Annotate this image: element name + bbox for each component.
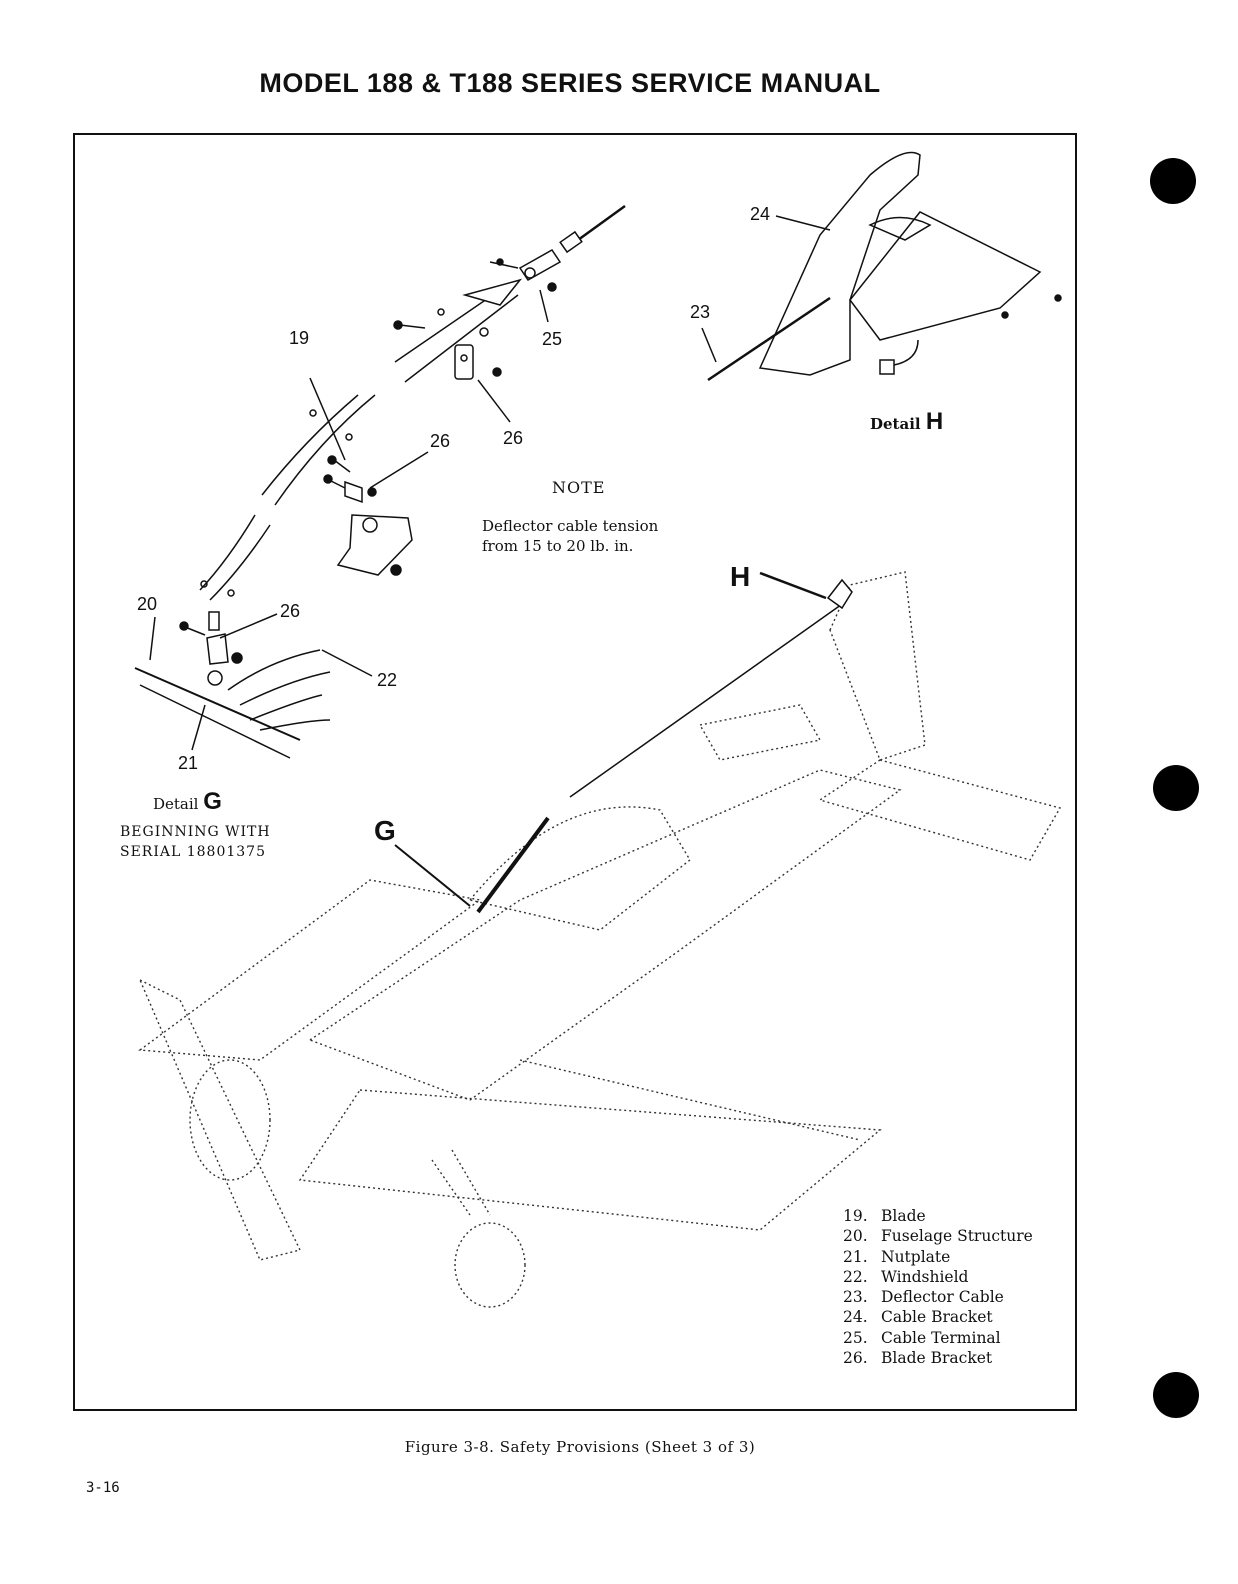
binder-hole-bottom <box>1153 1372 1199 1418</box>
callout-26-top: 26 <box>503 428 523 448</box>
page-number: 3-16 <box>86 1480 120 1496</box>
callout-g: G <box>374 815 396 846</box>
serial-line-1: BEGINNING WITH <box>120 824 271 840</box>
legend-item: 24.Cable Bracket <box>843 1308 993 1327</box>
note-text: Deflector cable tension from 15 to 20 lb… <box>482 516 658 556</box>
note-line-2: from 15 to 20 lb. in. <box>482 537 634 555</box>
callout-26-lower: 26 <box>280 601 300 621</box>
page-title: MODEL 188 & T188 SERIES SERVICE MANUAL <box>259 68 881 98</box>
detail-g-exploded-view <box>134 204 626 759</box>
binder-hole-middle <box>1153 765 1199 811</box>
callout-20: 20 <box>137 594 157 614</box>
legend-item: 19.Blade <box>843 1207 926 1225</box>
figure-caption: Figure 3-8. Safety Provisions (Sheet 3 o… <box>404 1438 756 1456</box>
deflector-cable-main <box>394 571 853 914</box>
legend-item: 20.Fuselage Structure <box>843 1227 1033 1246</box>
callout-22: 22 <box>377 670 397 690</box>
callout-24: 24 <box>750 204 770 224</box>
figure-frame <box>73 133 1077 1411</box>
callout-19: 19 <box>289 328 309 348</box>
detail-g-prefix: Detail <box>153 795 199 813</box>
parts-legend: 19.Blade 20.Fuselage Structure 21.Nutpla… <box>843 1206 1033 1368</box>
note-line-1: Deflector cable tension <box>482 517 659 535</box>
note-title: NOTE <box>552 478 606 497</box>
callout-h: H <box>730 561 750 592</box>
detail-g-letter: G <box>203 788 222 815</box>
aircraft-view <box>138 571 1062 1308</box>
detail-h-letter: H <box>925 408 944 435</box>
legend-item: 21.Nutplate <box>843 1247 951 1266</box>
detail-g-label: Detail G <box>153 788 222 816</box>
binder-hole-top <box>1150 158 1196 204</box>
legend-item: 25.Cable Terminal <box>843 1328 1001 1347</box>
legend-item: 26.Blade Bracket <box>843 1349 993 1368</box>
callout-26-mid: 26 <box>430 431 450 451</box>
callout-21: 21 <box>178 753 198 773</box>
legend-item: 22.Windshield <box>843 1267 969 1286</box>
serial-note: BEGINNING WITH SERIAL 18801375 <box>120 822 271 862</box>
detail-h-view <box>701 151 1062 382</box>
detail-h-label: Detail H <box>870 408 943 436</box>
detail-h-prefix: Detail <box>870 415 921 433</box>
callout-23: 23 <box>690 302 710 322</box>
serial-line-2: SERIAL 18801375 <box>120 844 266 860</box>
legend-item: 23.Deflector Cable <box>843 1288 1004 1307</box>
callout-25: 25 <box>542 329 562 349</box>
